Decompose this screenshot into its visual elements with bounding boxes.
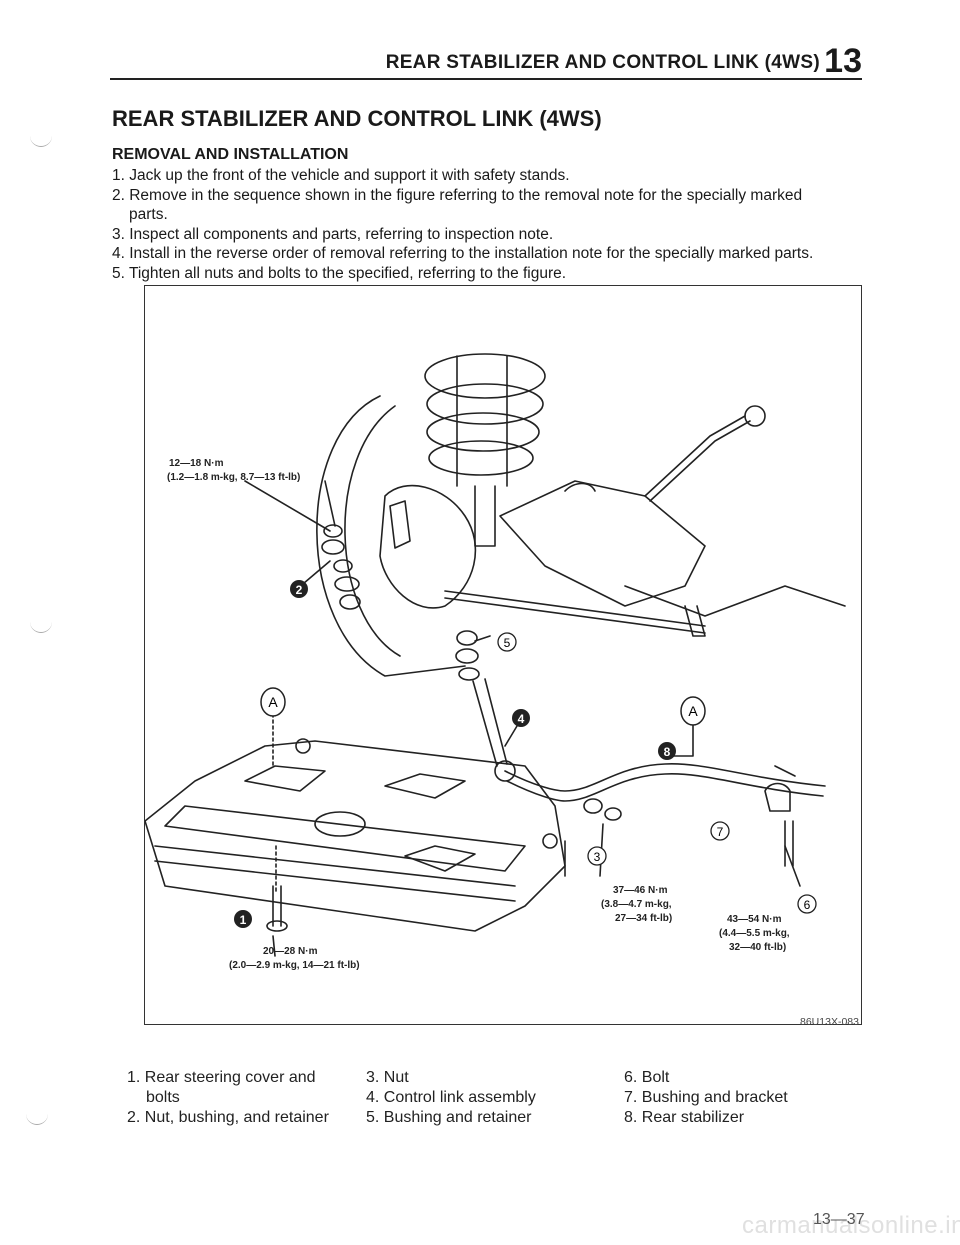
- torque-bottom-line2: (2.0—2.9 m-kg, 14—21 ft-lb): [229, 960, 360, 971]
- callout-a-right-label: A: [688, 703, 698, 719]
- legend-column-3: 6. Bolt 7. Bushing and bracket 8. Rear s…: [624, 1068, 874, 1128]
- tire-inner: [344, 405, 401, 657]
- figure-code: 86U13X-083: [800, 1016, 859, 1028]
- control-link: [455, 630, 516, 782]
- page-title: REAR STABILIZER AND CONTROL LINK (4WS): [112, 106, 602, 131]
- callout-7: 7: [710, 821, 730, 841]
- watermark: carmanualsonline.info: [742, 1212, 960, 1239]
- rear-stabilizer-bar: [504, 763, 826, 802]
- callout-6: 6: [797, 894, 817, 914]
- step-2-continued: parts.: [129, 206, 168, 223]
- legend-item-1-continued: bolts: [146, 1089, 180, 1106]
- callout-3: 3: [587, 846, 607, 866]
- legend-item-5: 5. Bushing and retainer: [366, 1109, 532, 1126]
- section-number: 13: [824, 42, 862, 80]
- binding-mark: [30, 618, 52, 633]
- callout-1-label: 1: [240, 913, 247, 927]
- page-number: 13—37: [813, 1211, 865, 1228]
- torque-mid-line1: 37—46 N·m: [613, 885, 668, 896]
- header-title: REAR STABILIZER AND CONTROL LINK (4WS): [385, 52, 820, 73]
- tire-outline: [316, 395, 466, 677]
- callout-8-label: 8: [664, 745, 671, 759]
- legend-item-8: 8. Rear stabilizer: [624, 1109, 745, 1126]
- bolt-1: [272, 885, 282, 927]
- torque-mid-line2: (3.8—4.7 m-kg,: [601, 899, 672, 910]
- exploded-view-figure: A A 1 2 3 4 5 6: [144, 285, 862, 1025]
- callout-8: 8: [658, 742, 676, 760]
- rear-suspension-drawing: A A 1 2 3 4 5 6: [145, 353, 846, 971]
- torque-right-line3: 32—40 ft-lb): [729, 942, 786, 953]
- bushing-stack-left: [321, 524, 361, 610]
- callout-4: 4: [512, 709, 530, 727]
- section-title: REMOVAL AND INSTALLATION: [112, 146, 349, 163]
- torque-top-line2: (1.2—1.8 m-kg, 8.7—13 ft-lb): [167, 472, 300, 483]
- knuckle: [379, 484, 477, 609]
- coil-spring: [424, 353, 546, 487]
- callout-a-left-label: A: [268, 694, 278, 710]
- page-header: REAR STABILIZER AND CONTROL LINK (4WS) 1…: [342, 42, 862, 80]
- callout-3-label: 3: [594, 850, 601, 864]
- legend-column-1: 1. Rear steering cover and bolts 2. Nut,…: [127, 1068, 347, 1128]
- brake-caliper: [389, 500, 411, 549]
- bushing-bracket: [764, 782, 791, 812]
- bolt-6: [784, 820, 794, 867]
- callout-4-label: 4: [518, 712, 525, 726]
- callout-5: 5: [497, 632, 517, 652]
- step-3: 3. Inspect all components and parts, ref…: [112, 225, 554, 243]
- torque-right-line2: (4.4—5.5 m-kg,: [719, 928, 790, 939]
- steering-cover: [145, 738, 566, 932]
- shock-body: [474, 485, 496, 547]
- legend-item-2: 2. Nut, bushing, and retainer: [127, 1109, 329, 1126]
- legend-item-1: 1. Rear steering cover and: [127, 1069, 316, 1086]
- legend-item-4: 4. Control link assembly: [366, 1089, 536, 1106]
- callout-a-right: A: [680, 696, 706, 726]
- header-divider: [110, 78, 862, 80]
- torque-bottom-line1: 20—28 N·m: [263, 946, 318, 957]
- callout-2: 2: [290, 580, 308, 598]
- procedure-steps: 1. Jack up the front of the vehicle and …: [112, 166, 872, 283]
- callout-2-label: 2: [296, 583, 303, 597]
- callout-7-label: 7: [717, 825, 724, 839]
- legend-item-3: 3. Nut: [366, 1069, 409, 1086]
- step-1: 1. Jack up the front of the vehicle and …: [112, 167, 570, 184]
- torque-top-line1: 12—18 N·m: [169, 458, 224, 469]
- step-2: 2. Remove in the sequence shown in the f…: [112, 186, 803, 204]
- binding-mark: [26, 1110, 48, 1125]
- callout-1: 1: [234, 910, 252, 928]
- torque-mid-line3: 27—34 ft-lb): [615, 913, 672, 924]
- step-5: 5. Tighten all nuts and bolts to the spe…: [112, 264, 567, 282]
- callout-5-label: 5: [504, 636, 511, 650]
- callout-a-left: A: [260, 687, 286, 717]
- nut-3: [583, 798, 603, 814]
- step-4: 4. Install in the reverse order of remov…: [112, 245, 814, 262]
- legend-item-7: 7. Bushing and bracket: [624, 1089, 788, 1106]
- legend-column-2: 3. Nut 4. Control link assembly 5. Bushi…: [366, 1068, 616, 1128]
- lower-arm: [499, 480, 706, 607]
- binding-mark: [30, 132, 52, 147]
- callout-6-label: 6: [804, 898, 811, 912]
- torque-right-line1: 43—54 N·m: [727, 914, 782, 925]
- legend-item-6: 6. Bolt: [624, 1069, 670, 1086]
